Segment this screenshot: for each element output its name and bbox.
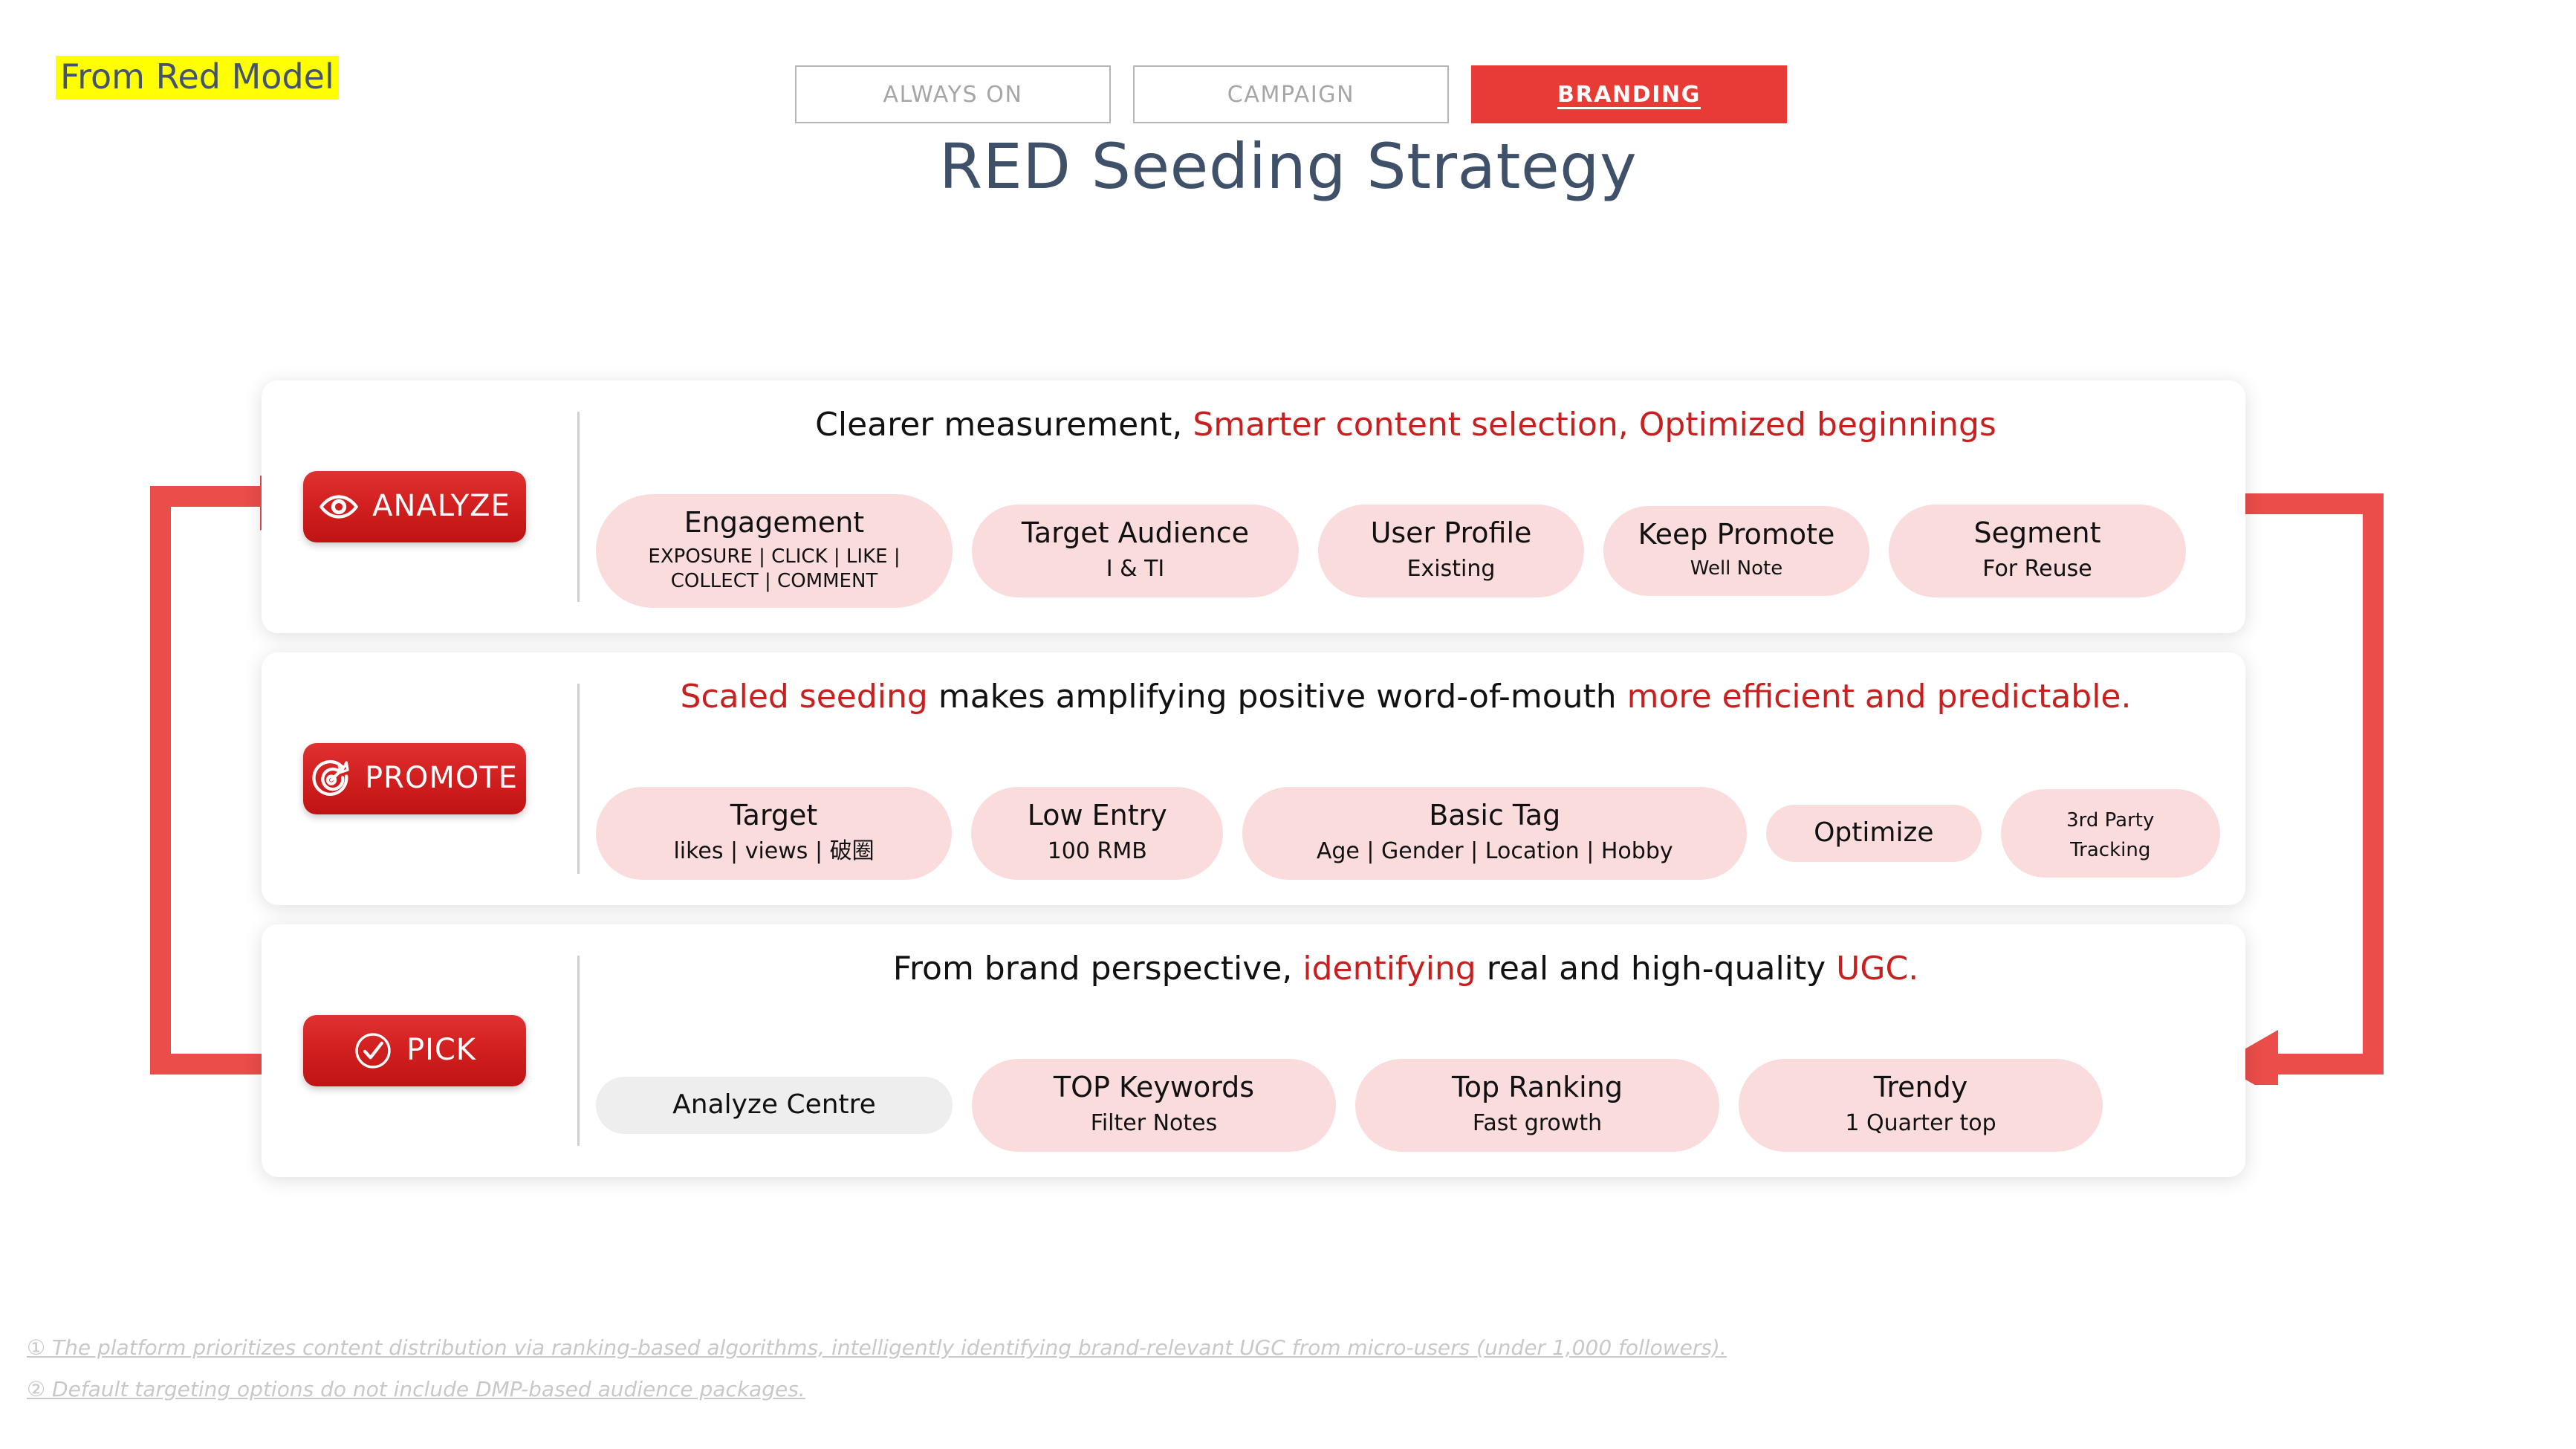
row-pick-headline: From brand perspective, identifying real…: [596, 950, 2216, 989]
check-circle-icon: [355, 1033, 391, 1069]
pill-title: Target Audience: [1021, 516, 1250, 549]
footnote-2: ② Default targeting options do not inclu…: [27, 1377, 805, 1401]
row-pick-pills: Analyze Centre TOP Keywords Filter Notes…: [596, 1058, 2220, 1152]
pill-user-profile[interactable]: User Profile Existing: [1318, 504, 1584, 598]
row-pick: PICK From brand perspective, identifying…: [262, 924, 2245, 1177]
corner-tag-from-red-model: From Red Model: [56, 56, 339, 100]
tab-always-on[interactable]: ALWAYS ON: [795, 65, 1111, 123]
pill-basic-tag[interactable]: Basic Tag Age | Gender | Location | Hobb…: [1242, 786, 1748, 880]
pill-subtitle: I & TI: [1106, 555, 1165, 582]
eye-icon: [319, 495, 359, 519]
badge-promote-label: PROMOTE: [364, 761, 519, 795]
pill-subtitle: 1 Quarter top: [1845, 1109, 1996, 1136]
pill-title: TOP Keywords: [1053, 1070, 1255, 1103]
row-analyze-headline: Clearer measurement, Smarter content sel…: [596, 406, 2216, 445]
page-title: RED Seeding Strategy: [938, 130, 1638, 203]
tab-branding[interactable]: BRANDING: [1471, 65, 1787, 123]
row-analyze: ANALYZE Clearer measurement, Smarter con…: [262, 380, 2245, 633]
row-promote: PROMOTE Scaled seeding makes amplifying …: [262, 652, 2245, 905]
pill-low-entry[interactable]: Low Entry 100 RMB: [971, 786, 1224, 880]
badge-analyze[interactable]: ANALYZE: [303, 471, 526, 542]
row-divider: [577, 684, 580, 874]
pill-top-ranking[interactable]: Top Ranking Fast growth: [1355, 1058, 1719, 1152]
pill-title: Trendy: [1873, 1070, 1968, 1103]
row-divider: [577, 412, 580, 602]
pill-title: Engagement: [684, 506, 865, 539]
footnotes: ① The platform prioritizes content distr…: [27, 1338, 1727, 1421]
pill-top-keywords[interactable]: TOP Keywords Filter Notes: [972, 1058, 1336, 1152]
pill-target-audience[interactable]: Target Audience I & TI: [972, 504, 1299, 598]
pill-target[interactable]: Target likes | views | 破圈: [596, 786, 953, 880]
target-dart-icon: [312, 759, 349, 796]
pill-title: Analyze Centre: [672, 1089, 876, 1120]
pill-title: Optimize: [1814, 817, 1934, 848]
row-analyze-pills: Engagement EXPOSURE | CLICK | LIKE | COL…: [596, 494, 2220, 608]
tab-bar: ALWAYS ON CAMPAIGN BRANDING: [795, 65, 1787, 123]
pill-subtitle: Well Note: [1690, 557, 1783, 580]
pill-optimize[interactable]: Optimize: [1766, 804, 1982, 863]
pill-title: Top Ranking: [1452, 1070, 1623, 1103]
pill-title: Segment: [1973, 516, 2101, 549]
row-divider: [577, 956, 580, 1146]
row-promote-headline: Scaled seeding makes amplifying positive…: [596, 678, 2216, 717]
headline-segment-accent: Scaled seeding: [680, 678, 928, 716]
pill-analyze-centre[interactable]: Analyze Centre: [596, 1076, 953, 1135]
badge-pick[interactable]: PICK: [303, 1015, 526, 1086]
badge-promote[interactable]: PROMOTE: [303, 743, 526, 814]
pill-subtitle: Age | Gender | Location | Hobby: [1316, 837, 1673, 864]
headline-segment-accent: Smarter content selection, Optimized beg…: [1193, 406, 1996, 444]
pill-title: Basic Tag: [1429, 798, 1561, 832]
pill-segment[interactable]: Segment For Reuse: [1889, 504, 2186, 598]
tab-always-on-label: ALWAYS ON: [883, 81, 1023, 108]
badge-pick-label: PICK: [406, 1033, 477, 1067]
pill-3rd-party-tracking[interactable]: 3rd Party Tracking: [2000, 788, 2220, 878]
pill-subtitle: likes | views | 破圈: [673, 837, 875, 864]
pill-title: Keep Promote: [1638, 518, 1835, 551]
headline-segment-accent: identifying: [1302, 950, 1476, 988]
headline-segment-accent-2: more efficient and predictable.: [1626, 678, 2132, 716]
tab-campaign-label: CAMPAIGN: [1227, 81, 1355, 108]
tab-campaign[interactable]: CAMPAIGN: [1133, 65, 1449, 123]
headline-segment-plain-2: real and high-quality: [1476, 950, 1837, 988]
headline-segment-plain: From brand perspective,: [892, 950, 1303, 988]
pill-subtitle: Fast growth: [1472, 1109, 1603, 1136]
pill-subtitle: Filter Notes: [1090, 1109, 1218, 1136]
footnote-1: ① The platform prioritizes content distr…: [27, 1335, 1727, 1360]
pill-trendy[interactable]: Trendy 1 Quarter top: [1739, 1058, 2103, 1152]
tab-branding-label: BRANDING: [1557, 81, 1701, 108]
pill-subtitle: EXPOSURE | CLICK | LIKE | COLLECT | COMM…: [648, 545, 901, 592]
headline-segment-plain: Clearer measurement,: [815, 406, 1193, 444]
headline-segment-accent-2: UGC.: [1836, 950, 1919, 988]
pill-engagement[interactable]: Engagement EXPOSURE | CLICK | LIKE | COL…: [596, 494, 953, 608]
pill-subtitle: For Reuse: [1982, 555, 2092, 582]
pill-title: User Profile: [1370, 516, 1532, 549]
pill-subtitle: 100 RMB: [1047, 837, 1147, 864]
pill-title: 3rd Party: [2066, 808, 2155, 832]
pill-title: Low Entry: [1027, 798, 1167, 832]
pill-subtitle: Existing: [1407, 555, 1496, 582]
pill-keep-promote[interactable]: Keep Promote Well Note: [1603, 506, 1869, 596]
pill-subtitle: Tracking: [2070, 839, 2151, 862]
badge-analyze-label: ANALYZE: [372, 489, 510, 523]
headline-segment-plain: makes amplifying positive word-of-mouth: [927, 678, 1627, 716]
row-promote-pills: Target likes | views | 破圈 Low Entry 100 …: [596, 786, 2220, 880]
pill-title: Target: [730, 798, 818, 832]
